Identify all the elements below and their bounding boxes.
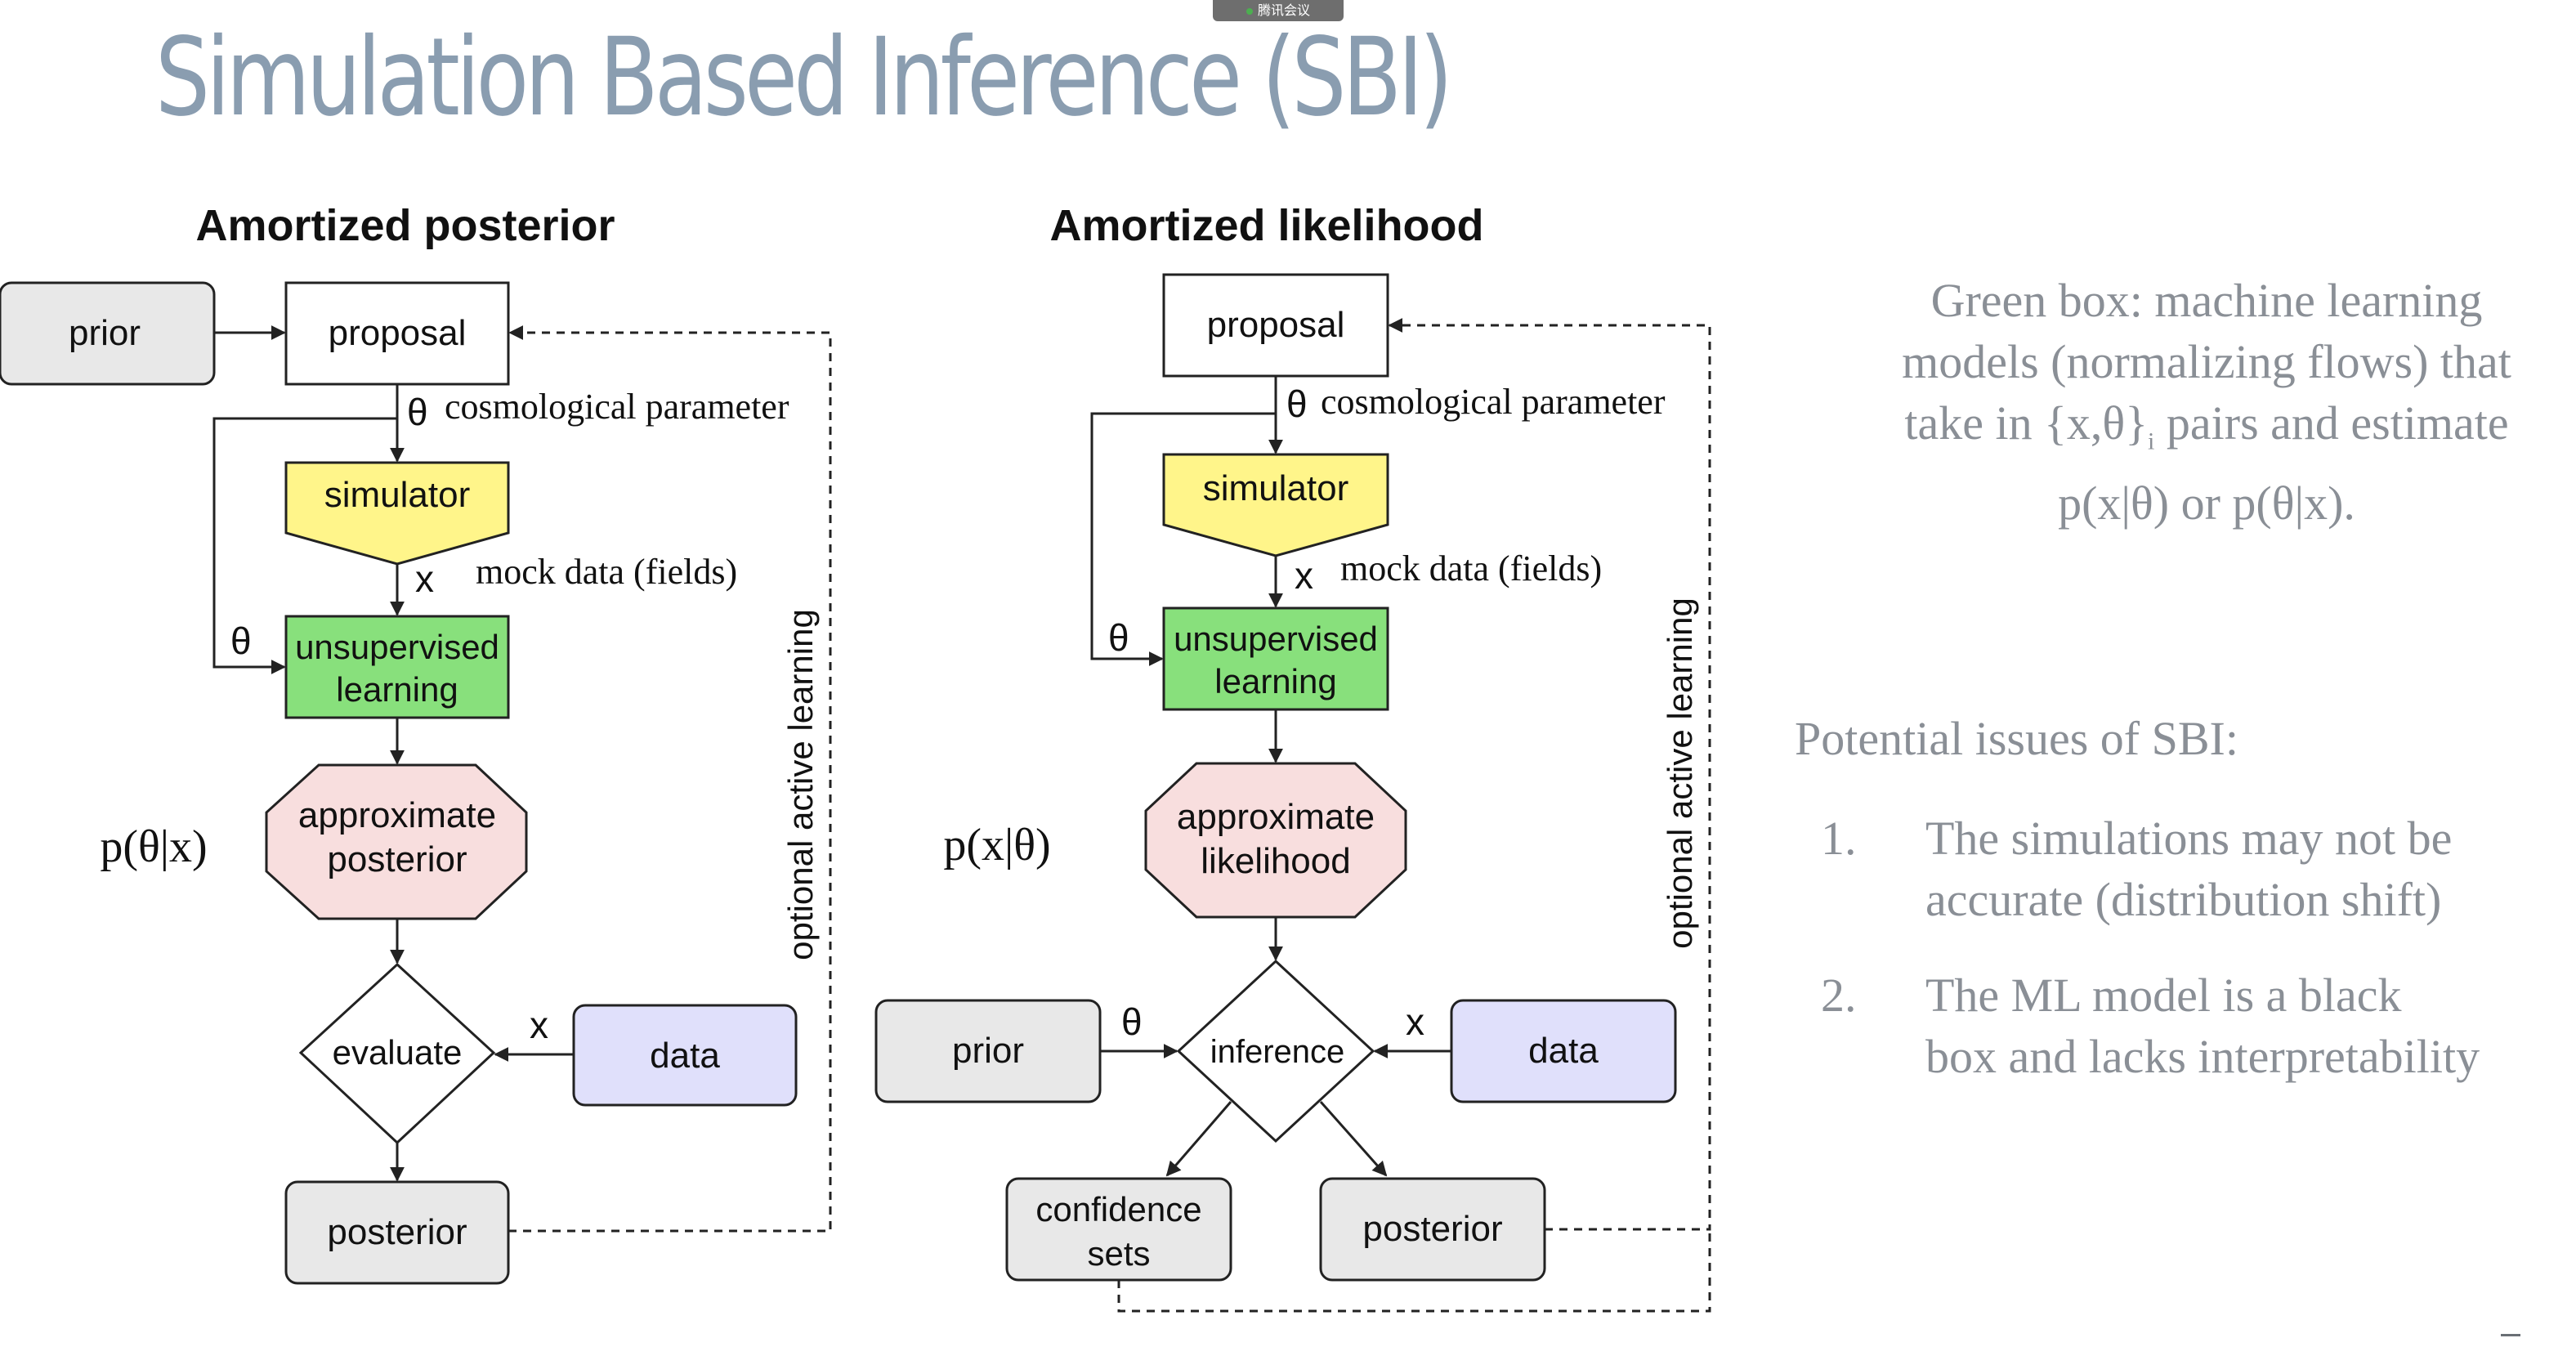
left-x-data-label: x — [530, 1004, 548, 1046]
left-unsupervised-line1: unsupervised — [295, 628, 499, 666]
right-theta-prior-label: θ — [1121, 1000, 1143, 1043]
right-heading: Amortized likelihood — [1049, 201, 1483, 250]
right-simulator-label: simulator — [1203, 468, 1349, 508]
right-inference-label: inference — [1210, 1034, 1345, 1070]
left-simulator-box — [284, 461, 510, 566]
issue-1-line2: accurate (distribution shift) — [1925, 873, 2442, 926]
issue-2-number: 2. — [1821, 969, 1857, 1022]
issue-2-line1: The ML model is a black — [1925, 969, 2402, 1022]
right-x-label: x — [1295, 554, 1313, 597]
meeting-badge: 腾讯会议 — [1213, 0, 1344, 21]
issue-2-line2: box and lacks interpretability — [1925, 1030, 2480, 1083]
left-theta-side: θ — [230, 620, 252, 662]
left-proposal-box — [284, 281, 510, 386]
right-diagram: Amortized likelihood proposal θ cosmolog… — [874, 201, 1711, 1313]
green-box-subscript: i — [2148, 427, 2155, 455]
left-approx-posterior-box — [265, 763, 528, 920]
meeting-icon — [1246, 7, 1253, 15]
right-mock-caption: mock data (fields) — [1340, 548, 1602, 588]
left-prior-label: prior — [69, 313, 141, 353]
left-unsupervised-line2: learning — [336, 670, 458, 709]
issue-1-text: The simulations may not be accurate (dis… — [1925, 808, 2576, 930]
meeting-badge-label: 腾讯会议 — [1257, 2, 1310, 18]
green-box-line3a: take in {x,θ} — [1904, 396, 2149, 450]
issues-title: Potential issues of SBI: — [1795, 712, 2238, 765]
left-theta-label: θ — [407, 391, 428, 433]
right-confidence-line1: confidence — [1035, 1190, 1201, 1228]
left-approx-line2: posterior — [327, 839, 467, 879]
right-theta-label: θ — [1286, 383, 1308, 425]
left-prob-label: p(θ|x) — [100, 821, 207, 872]
right-prior-label: prior — [952, 1031, 1024, 1071]
left-simulator-label: simulator — [324, 475, 471, 515]
right-confidence-line2: sets — [1087, 1234, 1150, 1273]
left-posterior-box — [284, 1180, 510, 1285]
issue-1-line1: The simulations may not be — [1925, 812, 2453, 865]
issue-1-number: 1. — [1821, 812, 1857, 865]
right-x-data-label: x — [1406, 1000, 1424, 1043]
right-confidence-loop — [1117, 1229, 1711, 1313]
right-unsupervised-box — [1162, 606, 1389, 711]
right-inference-to-posterior-arrow — [1319, 1101, 1388, 1177]
green-box-note: Green box: machine learning models (norm… — [1798, 270, 2576, 534]
left-unsupervised-box — [284, 615, 510, 719]
left-data-label: data — [650, 1036, 720, 1076]
left-heading: Amortized posterior — [195, 201, 615, 250]
right-theta-side: θ — [1108, 616, 1129, 659]
right-unsupervised-line2: learning — [1214, 662, 1336, 700]
green-box-line3b: pairs and estimate — [2154, 396, 2509, 450]
left-mock-caption: mock data (fields) — [476, 552, 737, 592]
right-approx-line1: approximate — [1177, 797, 1375, 837]
right-theta-caption: cosmological parameter — [1321, 382, 1666, 422]
left-theta-caption: cosmological parameter — [445, 387, 789, 427]
right-inference-diamond — [1176, 959, 1375, 1143]
corner-mark — [2501, 1334, 2520, 1336]
left-active-learning-label: optional active learning — [781, 609, 820, 960]
slide-title: Simulation Based Inference (SBI) — [155, 15, 1453, 141]
green-box-line4: p(x|θ) or p(θ|x). — [2058, 476, 2355, 530]
left-theta-loop-arrow — [212, 417, 397, 674]
left-active-learning-loop — [508, 325, 832, 1233]
right-unsupervised-line1: unsupervised — [1174, 620, 1378, 658]
right-simulator-box — [1162, 453, 1389, 557]
right-active-learning-loop — [1388, 318, 1711, 1231]
right-active-learning-label: optional active learning — [1661, 597, 1699, 949]
issue-2-text: The ML model is a black box and lacks in… — [1925, 964, 2576, 1087]
left-approx-line1: approximate — [298, 795, 496, 835]
right-proposal-label: proposal — [1207, 305, 1345, 345]
green-box-line1: Green box: machine learning — [1930, 274, 2483, 327]
left-evaluate-label: evaluate — [333, 1033, 463, 1072]
right-data-label: data — [1528, 1031, 1599, 1071]
right-theta-loop-arrow — [1090, 412, 1276, 666]
green-box-line2: models (normalizing flows) that — [1902, 335, 2511, 388]
right-posterior-label: posterior — [1362, 1209, 1502, 1249]
right-approx-likelihood-box — [1144, 762, 1407, 919]
left-posterior-label: posterior — [327, 1212, 467, 1252]
right-approx-line2: likelihood — [1201, 841, 1350, 881]
green-box-line3: take in {x,θ}i pairs and estimate — [1798, 392, 2576, 472]
left-x-label: x — [415, 557, 434, 600]
left-proposal-label: proposal — [329, 313, 467, 353]
left-diagram: Amortized posterior prior proposal θ cos… — [0, 201, 832, 1285]
right-prob-label: p(x|θ) — [943, 820, 1050, 870]
right-inference-to-confidence-arrow — [1165, 1101, 1232, 1177]
